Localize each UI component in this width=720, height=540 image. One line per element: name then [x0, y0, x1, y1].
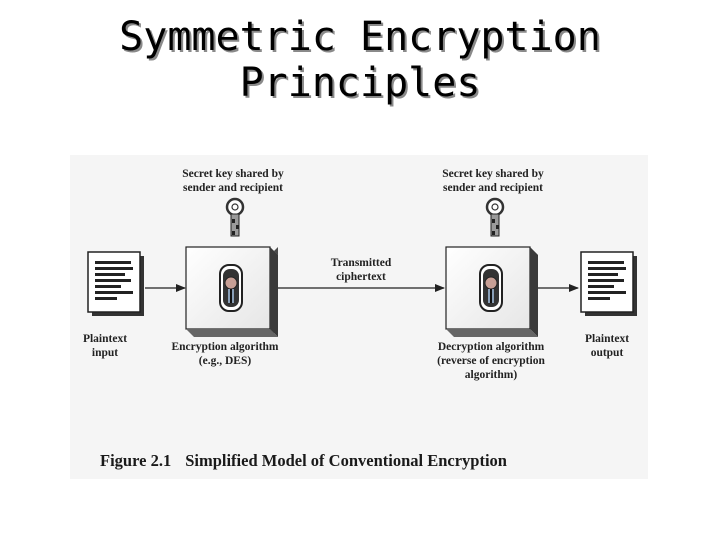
secret-key-icon-left: [225, 197, 245, 237]
figure-caption-text: Simplified Model of Conventional Encrypt…: [185, 451, 507, 470]
encryption-algorithm-box: [185, 246, 278, 337]
decryption-lock-icon: [479, 264, 503, 312]
secret-key-icon-right: [485, 197, 505, 237]
encryption-model-figure: Secret key shared by sender and recipien…: [70, 155, 648, 479]
plaintext-input-label: Plaintext input: [82, 333, 128, 359]
diagram-canvas: [87, 197, 637, 337]
page-title: Symmetric Encryption Principles: [0, 14, 720, 106]
transmitted-ciphertext-label: Transmitted ciphertext: [330, 257, 392, 283]
encryption-lock-icon: [219, 264, 243, 312]
plaintext-input-document-icon: [87, 251, 144, 316]
plaintext-output-label: Plaintext output: [584, 333, 630, 359]
encryption-algorithm-label: Encryption algorithm (e.g., DES): [171, 341, 279, 367]
figure-number: Figure 2.1: [100, 451, 172, 470]
decryption-algorithm-label: Decryption algorithm (reverse of encrypt…: [437, 341, 545, 381]
title-line-1: Symmetric Encryption: [119, 14, 601, 60]
title-line-2: Principles: [239, 60, 481, 106]
plaintext-output-document-icon: [580, 251, 637, 316]
key-label-right: Secret key shared by sender and recipien…: [442, 168, 544, 194]
figure-caption: Figure 2.1 Simplified Model of Convention…: [100, 451, 507, 471]
key-label-left: Secret key shared by sender and recipien…: [182, 168, 284, 194]
